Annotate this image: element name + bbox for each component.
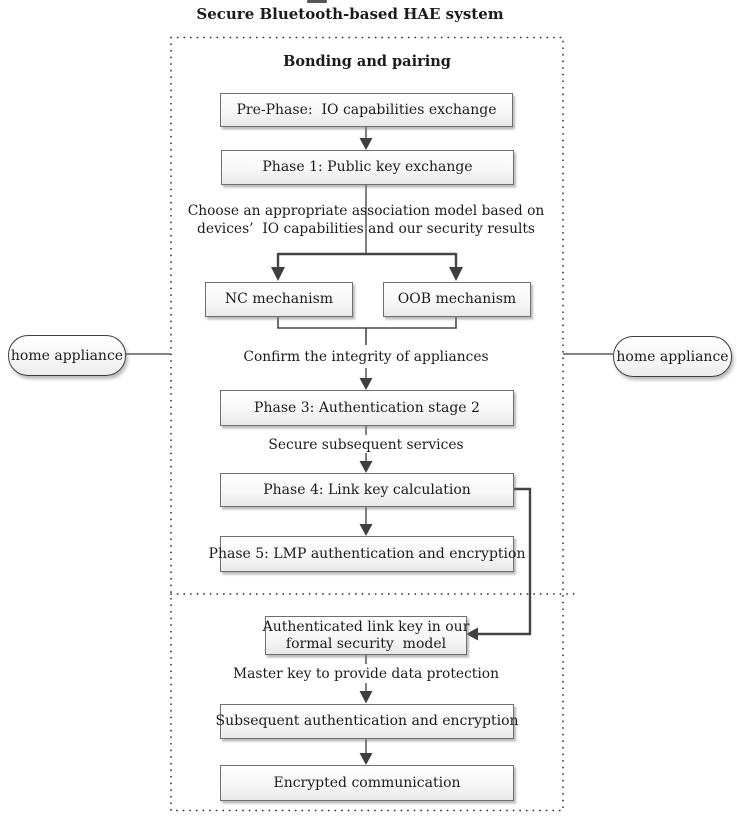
node-home-appliance-right: home appliance — [613, 336, 732, 377]
diagram-title: Secure Bluetooth-based HAE system — [196, 5, 504, 23]
box-encrypted-communication: Encrypted communication — [220, 765, 514, 801]
box-pre-phase: Pre-Phase: IO capabilities exchange — [220, 93, 513, 127]
node-home-appliance-left: home appliance — [8, 335, 126, 376]
arrow-phase4-elbow-to-auth-box — [466, 487, 532, 641]
box-subsequent-auth-label: Subsequent authentication and encryption — [215, 713, 519, 729]
node-home-appliance-right-label: home appliance — [616, 348, 729, 365]
node-home-appliance-left-label: home appliance — [10, 347, 124, 364]
box-phase4: Phase 4: Link key calculation — [220, 473, 514, 507]
label-master-key: Master key to provide data protection — [233, 666, 499, 682]
box-pre-phase-label: Pre-Phase: IO capabilities exchange — [236, 101, 497, 118]
box-oob-mechanism-label: OOB mechanism — [397, 291, 517, 307]
box-oob-mechanism: OOB mechanism — [383, 282, 531, 317]
label-confirm-integrity: Confirm the integrity of appliances — [243, 349, 489, 365]
box-phase1-label: Phase 1: Public key exchange — [262, 159, 473, 175]
box-nc-mechanism-label: NC mechanism — [224, 291, 334, 307]
box-phase5-label: Phase 5: LMP authentication and encrypti… — [208, 545, 526, 562]
box-phase1: Phase 1: Public key exchange — [221, 150, 514, 185]
box-authenticated-link-key-line2: formal security model — [285, 635, 447, 652]
label-secure-services: Secure subsequent services — [268, 437, 464, 453]
box-phase3-label: Phase 3: Authentication stage 2 — [254, 399, 480, 416]
arrow-phase4-to-phase5 — [359, 505, 373, 536]
scan-artifact-mark — [307, 0, 327, 3]
arrow-subsequent-to-encrypted — [359, 737, 373, 765]
branch-split — [271, 252, 463, 281]
box-subsequent-auth: Subsequent authentication and encryption — [215, 704, 519, 739]
section-heading-bonding-pairing: Bonding and pairing — [283, 53, 451, 70]
label-choose-line2: devices’ IO capabilities and our securit… — [196, 221, 535, 237]
arrow-master-to-subsequent — [359, 683, 373, 704]
box-phase4-label: Phase 4: Link key calculation — [263, 481, 471, 498]
box-encrypted-communication-label: Encrypted communication — [273, 774, 461, 791]
arrow-confirm-to-phase3 — [359, 368, 373, 390]
box-authenticated-link-key: Authenticated link key in our formal sec… — [262, 616, 470, 655]
arrow-prephase-to-phase1 — [359, 125, 373, 150]
box-nc-mechanism: NC mechanism — [205, 282, 353, 317]
box-phase5: Phase 5: LMP authentication and encrypti… — [209, 536, 525, 572]
dotted-container-border — [170, 36, 564, 812]
label-choose-line1: Choose an appropriate association model … — [187, 203, 545, 219]
box-authenticated-link-key-line1: Authenticated link key in our — [262, 618, 470, 635]
branch-merge — [277, 315, 457, 345]
box-phase3: Phase 3: Authentication stage 2 — [220, 390, 514, 426]
arrow-secure-to-phase4 — [359, 453, 373, 473]
